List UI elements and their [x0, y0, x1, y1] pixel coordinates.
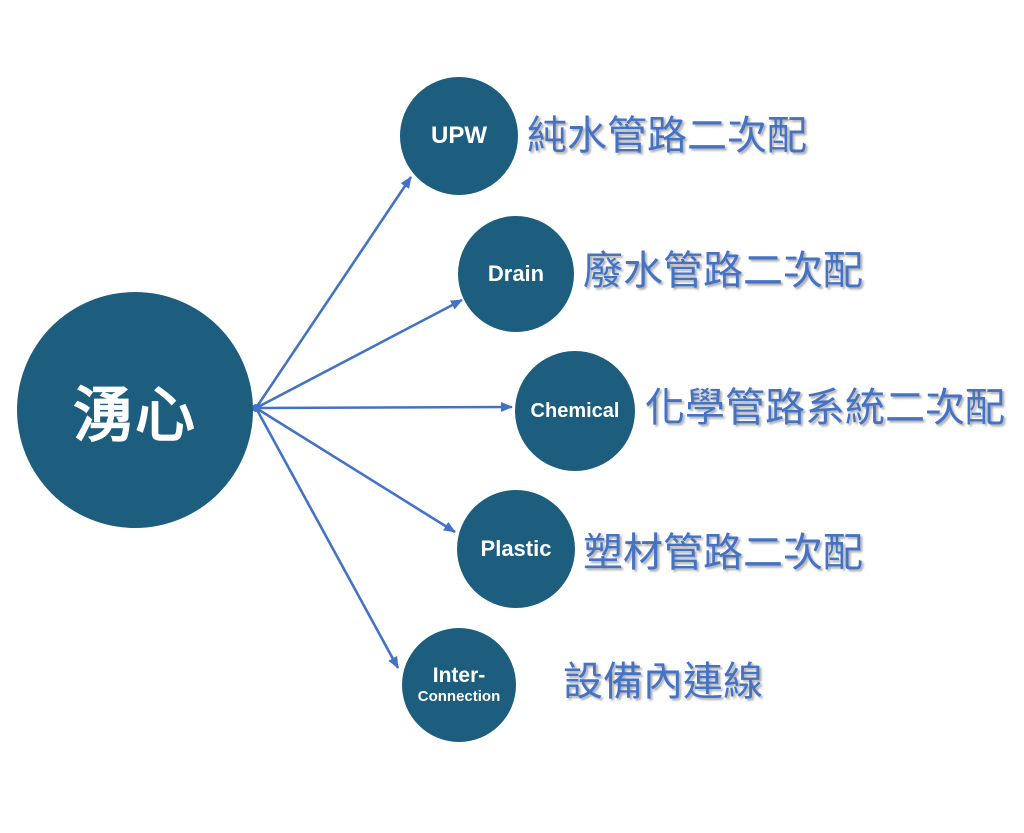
arrow-root-to-chemical [255, 402, 513, 413]
node-upw: UPW [400, 77, 518, 195]
node-drain: Drain [458, 216, 574, 332]
node-inter-connection-description: 設備內連線 [563, 659, 763, 705]
node-chemical: Chemical [515, 351, 635, 471]
arrow-root-to-drain [255, 298, 463, 410]
arrow-root-to-plastic [255, 406, 456, 534]
node-plastic-description: 塑材管路二次配 [583, 530, 863, 576]
node-inter-connection: Inter- Connection [402, 628, 516, 742]
node-chemical-description: 化學管路系統二次配 [645, 385, 1005, 431]
node-drain-description: 廢水管路二次配 [583, 248, 863, 294]
arrow-root-to-upw [254, 176, 413, 409]
node-chemical-label: Chemical [530, 399, 620, 422]
node-inter-connection-label-line2: Connection [417, 688, 501, 706]
node-plastic-label: Plastic [480, 536, 552, 561]
node-inter-connection-label-line1: Inter- [432, 664, 486, 688]
arrow-root-to-inter-connection [254, 407, 400, 669]
node-root-label: 湧心 [73, 381, 197, 449]
arrow-origin-dot [252, 404, 260, 412]
node-upw-description: 純水管路二次配 [527, 113, 807, 159]
node-plastic: Plastic [457, 490, 575, 608]
node-drain-label: Drain [487, 261, 545, 286]
node-upw-label: UPW [431, 122, 487, 149]
node-root: 湧心 [17, 292, 253, 528]
